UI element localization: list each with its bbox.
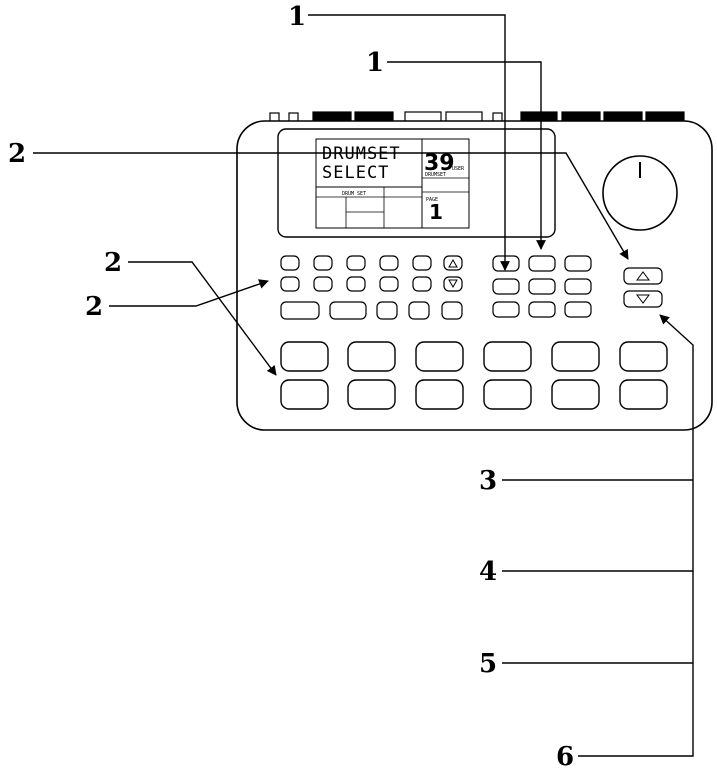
left-up-button[interactable] (443, 255, 463, 271)
triangle-down-icon (636, 294, 650, 304)
lcd-drumset-number: 39 (424, 151, 455, 176)
value-up-button[interactable] (623, 267, 663, 285)
pad[interactable] (551, 341, 600, 372)
triangle-up-icon (636, 271, 650, 281)
right-button[interactable] (564, 255, 592, 272)
lcd-drumset-label: DRUMSET (425, 172, 446, 178)
pad[interactable] (347, 341, 396, 372)
left-button[interactable] (441, 301, 463, 320)
callout-number-2-right: 2 (8, 139, 26, 169)
callout-number-2-lower: 2 (85, 292, 103, 322)
pad-grid (280, 341, 668, 410)
lcd-drum-set-label: DRUM SET (342, 191, 366, 197)
left-button[interactable] (408, 301, 430, 320)
right-button[interactable] (528, 278, 556, 295)
lcd-user-label: USER (452, 166, 465, 172)
left-down-button[interactable] (443, 276, 463, 292)
left-button[interactable] (379, 276, 399, 292)
right-button[interactable] (492, 278, 520, 295)
left-button[interactable] (376, 301, 398, 320)
pad[interactable] (483, 341, 532, 372)
callout-2-right-leader (33, 152, 629, 260)
pad[interactable] (619, 341, 668, 372)
right-button[interactable] (564, 278, 592, 295)
callout-number-2-upper: 2 (104, 248, 122, 278)
right-button[interactable] (492, 301, 520, 318)
left-button[interactable] (346, 255, 366, 271)
callout-2-lower-leader (109, 279, 269, 307)
rear-connector-strip (269, 111, 685, 123)
pad[interactable] (280, 379, 329, 410)
pad[interactable] (551, 379, 600, 410)
pad[interactable] (415, 379, 464, 410)
left-wide-button[interactable] (329, 301, 367, 320)
callout-group-bracket (578, 314, 694, 757)
value-down-button[interactable] (623, 290, 663, 308)
left-button-block (280, 255, 463, 320)
left-wide-button[interactable] (280, 301, 320, 320)
triangle-up-icon (448, 258, 458, 268)
left-button[interactable] (379, 255, 399, 271)
left-button[interactable] (346, 276, 366, 292)
lcd-screen (315, 138, 470, 229)
pad[interactable] (415, 341, 464, 372)
pad[interactable] (619, 379, 668, 410)
callout-number-4: 4 (479, 557, 497, 587)
callout-number-1a: 1 (288, 2, 306, 32)
right-button[interactable] (528, 301, 556, 318)
right-button[interactable] (492, 255, 520, 272)
callout-2-upper-leader (128, 261, 277, 376)
triangle-down-icon (448, 279, 458, 289)
callout-1a-leader (308, 14, 510, 271)
lcd-line-1: DRUMSET (322, 144, 401, 164)
left-button[interactable] (313, 276, 333, 292)
lcd-display: DRUMSET SELECT 39 USER DRUMSET DRUM SET … (277, 128, 556, 238)
left-button[interactable] (280, 276, 300, 292)
lcd-page-number: 1 (429, 200, 443, 224)
right-button[interactable] (528, 255, 556, 272)
left-button[interactable] (313, 255, 333, 271)
left-button[interactable] (280, 255, 300, 271)
callout-number-3: 3 (479, 466, 497, 496)
callout-number-5: 5 (479, 649, 497, 679)
pad[interactable] (347, 379, 396, 410)
pad[interactable] (483, 379, 532, 410)
left-button[interactable] (412, 276, 432, 292)
left-button[interactable] (412, 255, 432, 271)
right-button-block (492, 255, 592, 318)
pad[interactable] (280, 341, 329, 372)
callout-number-1b: 1 (366, 48, 384, 78)
lcd-page-label: PAGE (426, 197, 438, 203)
callout-1b-leader (387, 61, 546, 250)
rotary-knob-icon[interactable] (602, 155, 678, 231)
callout-number-6: 6 (556, 742, 574, 771)
right-button[interactable] (564, 301, 592, 318)
lcd-line-2: SELECT (322, 163, 389, 183)
